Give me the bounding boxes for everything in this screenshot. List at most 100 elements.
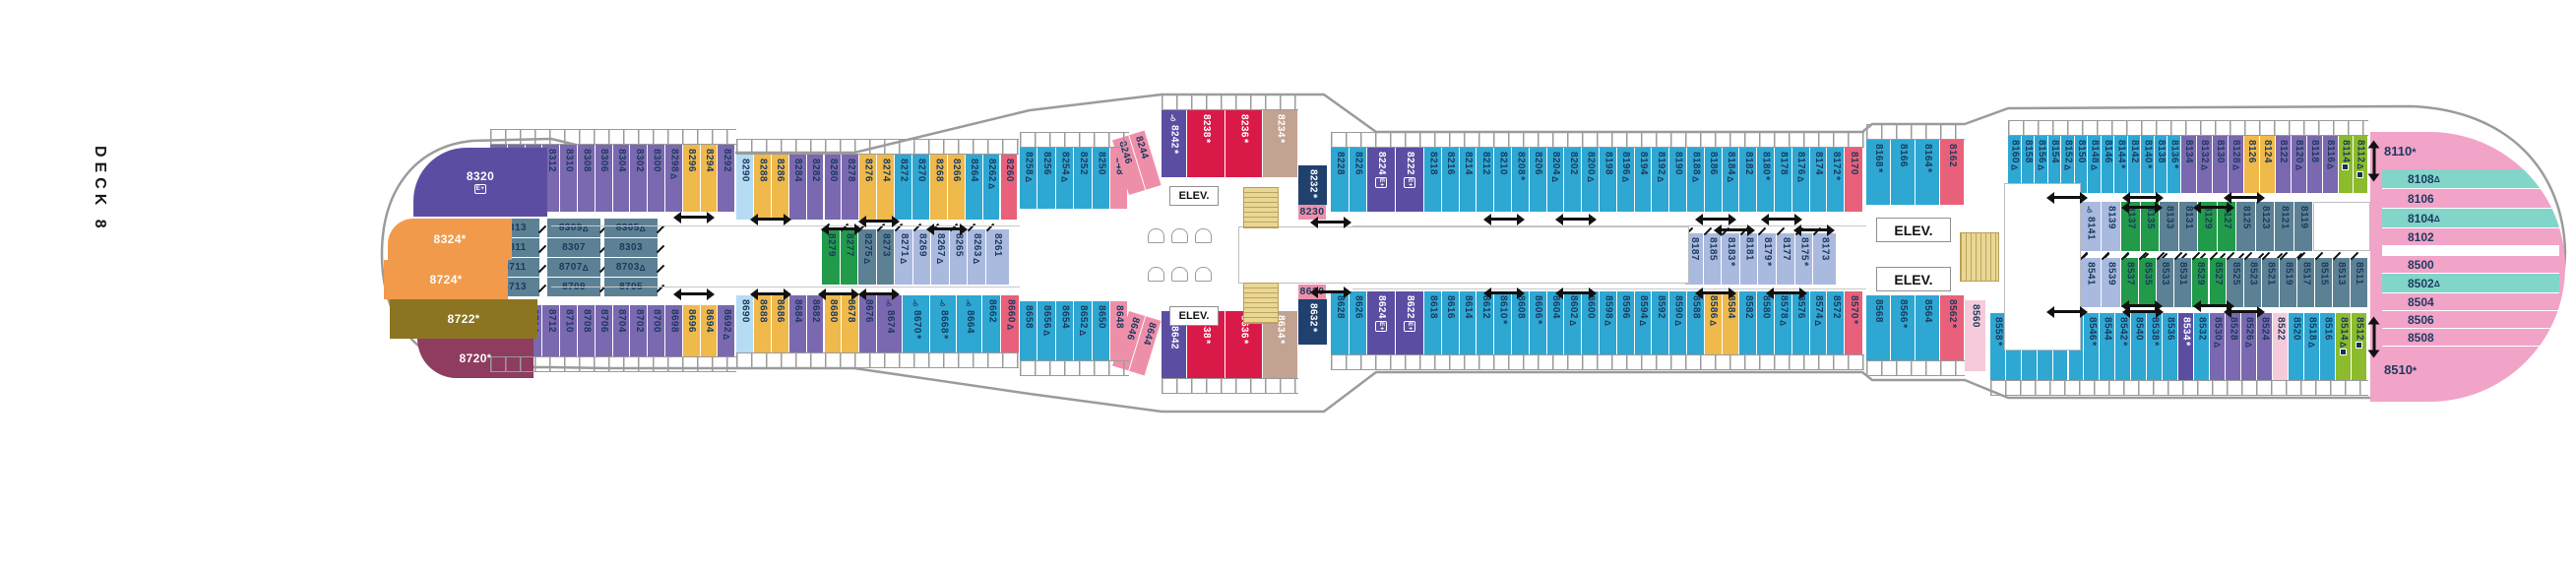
cabin-8540[interactable]: 8540 xyxy=(2131,313,2147,380)
cabin-8114[interactable]: 8114 xyxy=(2338,136,2354,193)
cabin-8618[interactable]: 8618 xyxy=(1424,291,1442,354)
cabin-8632[interactable]: 8632* xyxy=(1298,299,1328,345)
cabin-8580[interactable]: 8580 xyxy=(1757,291,1775,354)
cabin-8288[interactable]: 8288 xyxy=(753,155,772,220)
cabin-8175[interactable]: 8175* xyxy=(1794,233,1814,285)
cabin-8535[interactable]: 8535 xyxy=(2138,258,2157,307)
cabin-8279[interactable]: 8279 xyxy=(822,229,841,285)
cabin-8664[interactable]: ♿8664 xyxy=(957,295,983,352)
cabin-8650[interactable]: 8650 xyxy=(1092,301,1110,360)
cabin-8508[interactable]: 8508 xyxy=(2382,329,2559,347)
cabin-8190[interactable]: 8190 xyxy=(1669,148,1687,212)
cabin-8706[interactable]: 8706 xyxy=(595,305,613,356)
cabin-8504[interactable]: 8504 xyxy=(2382,293,2559,311)
cabin-8180[interactable]: 8180* xyxy=(1757,148,1775,212)
cabin-8141[interactable]: ♿8141 xyxy=(2080,202,2102,251)
cabin-8634[interactable]: 8634* xyxy=(1263,311,1298,378)
cabin-8182[interactable]: 8182 xyxy=(1739,148,1758,212)
cabin-8292[interactable]: 8292 xyxy=(718,145,736,212)
cabin-8511[interactable]: 8511 xyxy=(2350,258,2368,307)
cabin-8181[interactable]: 8181 xyxy=(1739,233,1759,285)
cabin-8278[interactable]: 8278 xyxy=(842,155,860,220)
cabin-8122[interactable]: 8122 xyxy=(2275,136,2292,193)
cabin-8541[interactable]: 8541 xyxy=(2080,258,2102,307)
cabin-8596[interactable]: 8596 xyxy=(1616,291,1635,354)
cabin-8282[interactable]: 8282 xyxy=(806,155,825,220)
cabin-8178[interactable]: 8178 xyxy=(1775,148,1792,212)
cabin-8214[interactable]: 8214 xyxy=(1459,148,1477,212)
cabin-8572[interactable]: 8572 xyxy=(1827,291,1846,354)
cabin-8562[interactable]: 8562* xyxy=(1940,295,1965,360)
cabin-8560[interactable]: 8560 xyxy=(1965,300,1986,371)
cabin-8682[interactable]: 8682 xyxy=(806,295,825,352)
cabin-8506[interactable]: 8506 xyxy=(2382,311,2559,329)
cabin-8533[interactable]: 8533 xyxy=(2156,258,2174,307)
cabin-8690[interactable]: 8690 xyxy=(736,295,754,352)
cabin-8544[interactable]: 8544 xyxy=(2100,313,2116,380)
cabin-8531[interactable]: 8531 xyxy=(2173,258,2192,307)
cabin-8564[interactable]: 8564 xyxy=(1916,295,1940,360)
cabin-8528[interactable]: 8528 xyxy=(2225,313,2241,380)
cabin-8216[interactable]: 8216 xyxy=(1441,148,1460,212)
cabin-8139[interactable]: 8139 xyxy=(2102,202,2121,251)
cabin-8294[interactable]: 8294 xyxy=(700,145,719,212)
cabin-8277[interactable]: 8277 xyxy=(840,229,858,285)
cabin-8306[interactable]: 8306 xyxy=(595,145,613,212)
cabin-8654[interactable]: 8654 xyxy=(1055,301,1075,360)
cabin-8238[interactable]: 8238* xyxy=(1187,110,1225,177)
cabin-8130[interactable]: 8130 xyxy=(2212,136,2229,193)
cabin-8228[interactable]: 8228 xyxy=(1331,148,1350,212)
cabin-8303[interactable]: 8303 xyxy=(604,238,658,258)
cabin-8608[interactable]: 8608 xyxy=(1512,291,1530,354)
cabin-8610[interactable]: 8610* xyxy=(1494,291,1512,354)
cabin-8674[interactable]: ♿8674 xyxy=(877,295,904,352)
cabin-8269[interactable]: 8269 xyxy=(912,229,931,285)
cabin-8242[interactable]: ♿8242* xyxy=(1162,110,1187,177)
cabin-8170[interactable]: 8170 xyxy=(1845,148,1864,212)
cabin-8698[interactable]: 8698 xyxy=(665,305,683,356)
cabin-8517[interactable]: 8517 xyxy=(2297,258,2315,307)
cabin-8568[interactable]: 8568 xyxy=(1866,295,1891,360)
cabin-8252[interactable]: 8252 xyxy=(1074,148,1093,209)
cabin-8500[interactable]: 8500 xyxy=(2382,256,2559,274)
cabin-8539[interactable]: 8539 xyxy=(2102,258,2121,307)
cabin-8236[interactable]: 8236* xyxy=(1225,110,1263,177)
cabin-8166[interactable]: 8166 xyxy=(1891,140,1916,205)
cabin-8520[interactable]: 8520 xyxy=(2288,313,2304,380)
cabin-8250[interactable]: 8250 xyxy=(1092,148,1110,209)
cabin-8198[interactable]: 8198 xyxy=(1600,148,1617,212)
cabin-8194[interactable]: 8194 xyxy=(1634,148,1653,212)
cabin-8307[interactable]: 8307 xyxy=(547,238,600,258)
cabin-8529[interactable]: 8529 xyxy=(2191,258,2210,307)
cabin-8300[interactable]: 8300 xyxy=(648,145,665,212)
cabin-8686[interactable]: 8686 xyxy=(771,295,789,352)
cabin-8186[interactable]: 8186 xyxy=(1704,148,1723,212)
cabin-8604[interactable]: 8604 xyxy=(1546,291,1565,354)
cabin-8266[interactable]: 8266 xyxy=(947,155,966,220)
